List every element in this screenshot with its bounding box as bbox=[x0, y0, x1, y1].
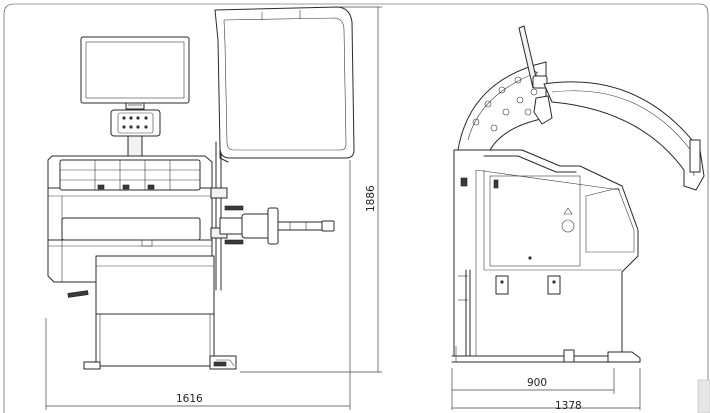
perforated-guard bbox=[457, 61, 547, 151]
total-depth-dimension-label: 1378 bbox=[555, 400, 582, 412]
front-dimensions: 1616 1886 bbox=[45, 6, 382, 410]
side-cabinet bbox=[451, 149, 641, 363]
monitor bbox=[80, 36, 190, 110]
side-hood-arc bbox=[543, 81, 705, 191]
side-monitor bbox=[518, 25, 553, 125]
side-view bbox=[451, 25, 705, 363]
front-view bbox=[47, 6, 355, 370]
balancer-shaft bbox=[219, 207, 335, 245]
machine-body bbox=[47, 155, 213, 283]
depth-dimension-label: 900 bbox=[527, 377, 547, 389]
keypad-console bbox=[110, 109, 161, 157]
side-dimensions: 900 1378 bbox=[451, 368, 641, 412]
width-dimension-label: 1616 bbox=[176, 393, 203, 405]
hood-arm bbox=[210, 141, 244, 291]
corner-scroll-tab bbox=[697, 379, 710, 413]
panel-frame bbox=[3, 3, 709, 413]
wheel-guard-hood bbox=[214, 6, 355, 163]
height-dimension-label: 1886 bbox=[365, 185, 377, 212]
base-cabinet bbox=[67, 255, 237, 370]
